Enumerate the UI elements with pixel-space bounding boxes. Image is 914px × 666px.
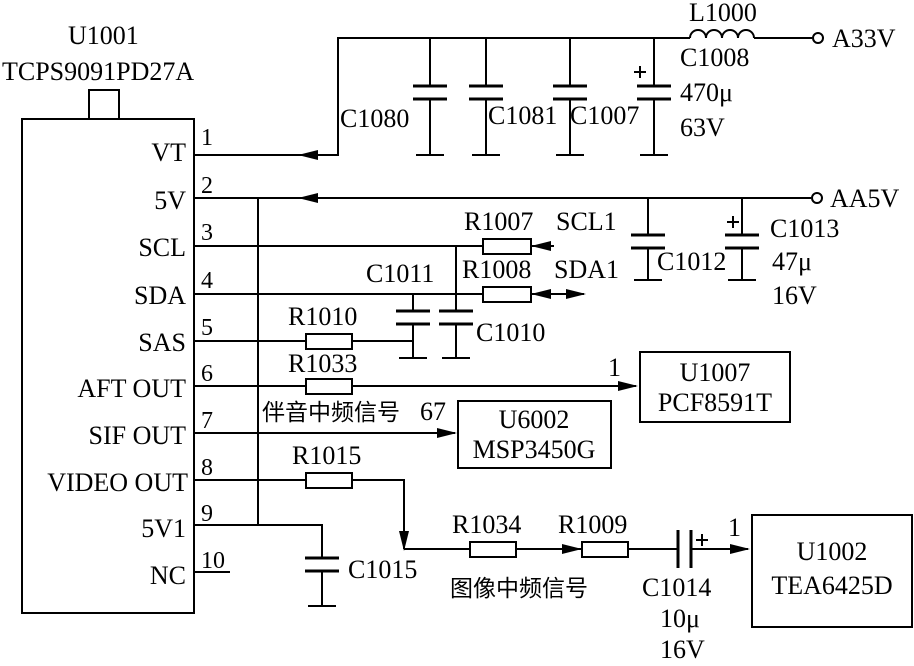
pin-name-vt: VT [151,138,186,167]
pin-name-sif-out: SIF OUT [88,421,186,450]
resistor-r1007 [482,238,532,255]
aft-out-network: R1033 1 [194,349,638,395]
a33v-supply-network: L1000 A33V C1080 C1081 C1007 C1008 470μ … [194,0,896,160]
u1002-part: TEA6425D [771,571,892,600]
capacitor-c1080 [413,38,447,156]
ic-u1002: U1002 TEA6425D [751,514,913,628]
pin-number-6: 6 [201,361,213,387]
c1014-label: C1014 [642,573,711,602]
r1033-label: R1033 [288,349,357,378]
c1080-label: C1080 [340,104,409,133]
sas-network: R1010 [194,302,413,350]
a33v-terminal [812,32,824,44]
inductor-l1000 [689,29,755,39]
sda1-label: SDA1 [554,255,619,284]
5v1-network: C1015 [194,524,417,607]
a33v-label: A33V [832,24,896,53]
pin-number-3: 3 [201,220,213,246]
c1015-label: C1015 [348,555,417,584]
u1002-designator: U1002 [797,537,868,566]
u6002-part: MSP3450G [473,435,596,464]
capacitor-c1007 [553,38,587,156]
r1009-label: R1009 [558,510,627,539]
capacitor-c1081 [469,38,503,156]
c1007-label: C1007 [570,101,639,130]
ic-u1007: U1007 PCF8591T [639,351,791,423]
u6002-designator: U6002 [499,405,570,434]
tuner-pin-labels: VT 5V SCL SDA SAS AFT OUT SIF OUT VIDEO … [47,125,225,590]
pin-number-2: 2 [201,173,213,199]
tuner-tab [88,89,120,120]
resistor-r1008 [482,286,532,303]
pin-number-10: 10 [201,548,225,574]
c1008-value: 470μ [680,78,733,107]
capacitor-c1010 [439,246,473,359]
pin-name-sas: SAS [138,328,186,357]
c1014-voltage: 16V [660,635,705,664]
c1010-label: C1010 [476,318,545,347]
r1008-label: R1008 [462,255,531,284]
capacitor-c1012 [631,198,665,281]
sif-signal-label: 伴音中频信号 [262,400,400,426]
capacitor-c1013 [725,198,759,281]
resistor-r1033 [305,378,353,395]
c1081-label: C1081 [488,101,557,130]
capacitor-c1014 [676,530,708,568]
resistor-r1015 [305,472,353,489]
i2c-bus-network: R1007 SCL1 R1008 SDA1 C1011 C1010 [194,207,619,359]
pin-name-nc: NC [150,561,186,590]
u1007-part: PCF8591T [658,388,772,417]
tuner-part-number: TCPS9091PD27A [2,57,194,86]
r1015-label: R1015 [292,441,361,470]
pin-number-1: 1 [201,125,213,151]
capacitor-c1015 [305,556,339,607]
pin-number-7: 7 [201,408,213,434]
c1008-label: C1008 [680,43,749,72]
video-out-network: R1015 R1034 R1009 1 图像中频信号 C1014 10μ 16V [194,441,750,664]
sif-pin-label: 67 [420,397,446,426]
tuner-body [21,118,195,614]
pin-name-sda: SDA [134,281,186,310]
u1007-pin-label: 1 [608,353,621,382]
aa5v-terminal [811,192,823,204]
pin-name-scl: SCL [138,233,186,262]
ic-u6002: U6002 MSP3450G [457,400,612,469]
aa5v-label: AA5V [830,184,900,213]
c1008-voltage: 63V [680,113,725,142]
u1002-pin-label: 1 [728,513,741,542]
r1034-label: R1034 [452,510,521,539]
capacitor-c1008 [634,38,671,156]
sif-out-network: 伴音中频信号 67 [194,397,457,438]
inductor-label: L1000 [689,0,757,27]
pin-name-aft-out: AFT OUT [77,374,186,403]
resistor-r1034 [469,541,517,558]
pin-name-video-out: VIDEO OUT [47,468,188,497]
capacitor-c1011 [396,294,430,359]
c1013-label: C1013 [770,214,839,243]
c1011-label: C1011 [366,259,434,288]
tuner-u1001: U1001 TCPS9091PD27A [2,21,195,614]
scl1-label: SCL1 [556,207,617,236]
c1012-label: C1012 [657,247,726,276]
pin-number-8: 8 [201,455,213,481]
u1007-designator: U1007 [680,358,751,387]
video-signal-label: 图像中频信号 [450,576,588,602]
c1013-voltage: 16V [772,281,817,310]
c1013-value: 47μ [772,247,812,276]
r1010-label: R1010 [288,302,357,331]
r1007-label: R1007 [464,207,533,236]
pin-name-5v: 5V [154,186,186,215]
pin-name-5v1: 5V1 [141,514,186,543]
tuner-designator: U1001 [68,21,139,50]
resistor-r1009 [581,541,629,558]
resistor-r1010 [305,333,353,350]
pin-number-9: 9 [201,501,213,527]
pin-number-4: 4 [201,268,213,294]
c1014-value: 10μ [660,604,700,633]
aa5v-supply-network: AA5V C1012 C1013 47μ 16V [194,184,900,525]
pin-number-5: 5 [201,315,213,341]
